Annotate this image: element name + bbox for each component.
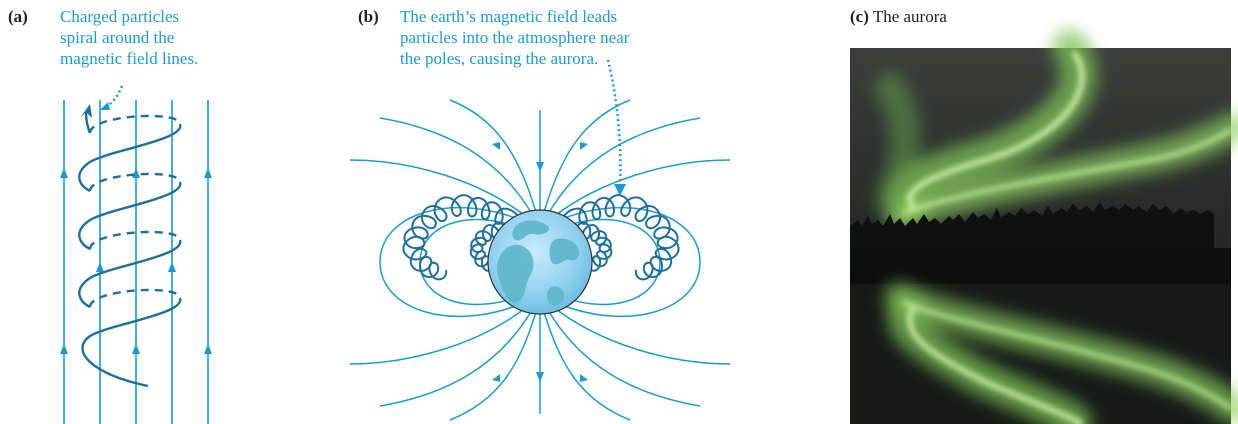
aurora-photo <box>850 30 1238 424</box>
spiral-diagram <box>60 85 212 424</box>
panel-c-caption: (c) The aurora <box>850 6 947 27</box>
panel-b-caption: (b) <box>358 6 379 27</box>
caption-line: particles into the atmosphere near <box>400 28 630 47</box>
pointer-arrowhead <box>100 102 110 110</box>
pointer-dotted <box>606 59 622 187</box>
field-arrow <box>492 142 500 150</box>
caption-line: magnetic field lines. <box>60 49 199 68</box>
panel-c-caption-text: The aurora <box>872 7 947 26</box>
field-arrow <box>204 344 212 354</box>
panel-a-label: (a) <box>8 7 28 26</box>
earth-continents <box>497 220 580 306</box>
panel-b-caption-text: The earth’s magnetic field leads particl… <box>400 6 629 69</box>
field-arrow <box>204 168 212 178</box>
caption-line: Charged particles <box>60 7 180 26</box>
field-arrow <box>492 374 500 382</box>
panel-b: (b) The earth’s magnetic field leads par… <box>340 0 740 424</box>
field-arrow <box>60 344 68 354</box>
panel-a: (a) Charged particles spiral around the … <box>0 0 330 424</box>
particle-spiral <box>78 111 182 388</box>
caption-line: the poles, causing the aurora. <box>400 49 599 68</box>
pointer-arrowhead <box>614 184 626 196</box>
particle-loops <box>402 194 680 281</box>
field-arrow <box>536 162 544 172</box>
field-arrow <box>536 372 544 382</box>
panel-a-caption-text: Charged particles spiral around the magn… <box>60 6 198 69</box>
field-arrow <box>168 262 176 272</box>
field-arrow <box>96 262 104 272</box>
earth-field-diagram <box>349 59 731 421</box>
field-arrow <box>132 168 140 178</box>
field-arrow <box>580 142 588 150</box>
panel-c: (c) The aurora <box>842 0 1238 424</box>
field-arrow <box>580 374 588 382</box>
field-arrow <box>132 344 140 354</box>
caption-line: The earth’s magnetic field leads <box>400 7 618 26</box>
spiral-arrowhead <box>80 104 92 118</box>
panel-b-label: (b) <box>358 7 379 26</box>
panel-c-label: (c) <box>850 7 869 26</box>
field-arrow <box>60 168 68 178</box>
panel-a-caption: (a) <box>8 6 28 27</box>
caption-line: spiral around the <box>60 28 175 47</box>
